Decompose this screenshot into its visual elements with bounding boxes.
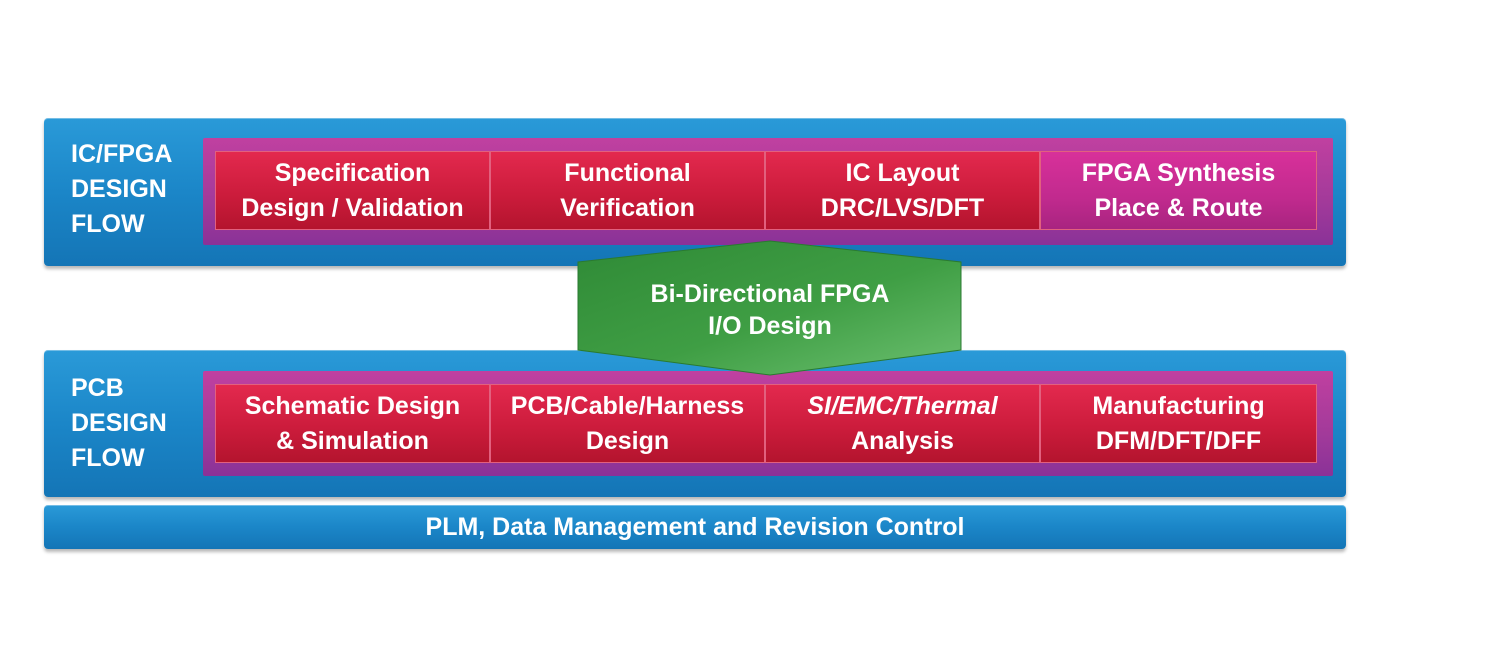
stage-line2: & Simulation <box>276 426 429 455</box>
plm-band: PLM, Data Management and Revision Contro… <box>44 505 1346 549</box>
stage-line1: Functional <box>564 158 691 187</box>
stage-line2: Verification <box>560 193 695 222</box>
bridge-line2: I/O Design <box>708 312 832 340</box>
stage-line1: IC Layout <box>845 158 960 187</box>
stage-line2: Place & Route <box>1094 193 1263 222</box>
pcb-stage-tray: Schematic Design & Simulation PCB/Cable/H… <box>203 371 1333 476</box>
ic-fpga-flow-label: IC/FPGA DESIGN FLOW <box>71 140 173 238</box>
stage-line2: DRC/LVS/DFT <box>820 193 985 222</box>
stage-line1: PCB/Cable/Harness <box>510 391 745 420</box>
pcb-flow-label: PCB DESIGN FLOW <box>71 374 167 472</box>
stage-line2: Design <box>585 426 670 455</box>
stage-line1: FPGA Synthesis <box>1081 158 1276 187</box>
plm-label: PLM, Data Management and Revision Contro… <box>425 512 965 541</box>
bridge-hexagon <box>577 240 962 376</box>
stage-line2: Analysis <box>851 426 954 455</box>
stage-line1: Schematic Design <box>244 391 461 420</box>
stage-line1: SI/EMC/Thermal <box>807 391 998 420</box>
bridge-label: Bi-Directional FPGA I/O Design <box>580 276 960 344</box>
stage-schematic-design: Schematic Design & Simulation <box>215 384 490 463</box>
stage-line1: Manufacturing <box>1092 391 1265 420</box>
stage-line2: Design / Validation <box>241 193 464 222</box>
stage-line2: DFM/DFT/DFF <box>1095 426 1262 455</box>
bridge-line1: Bi-Directional FPGA <box>650 280 890 308</box>
pcb-design-flow-band: PCB DESIGN FLOW Schematic Design & Simula… <box>44 350 1346 497</box>
stage-line1: Specification <box>274 158 431 187</box>
